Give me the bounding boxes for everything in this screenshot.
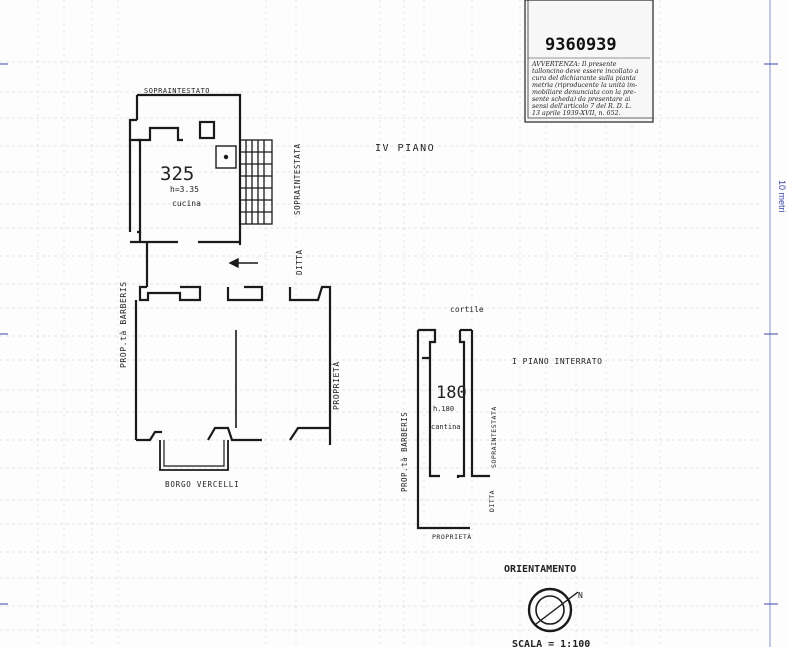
upper-left-label: PROP.tà BARBERIS: [119, 281, 128, 368]
lower-room-height: h.180: [433, 405, 454, 413]
compass-icon: [527, 587, 579, 633]
upper-top-label: SOPRAINTESTATO: [144, 87, 210, 95]
entrance-arrow-icon: [228, 257, 258, 269]
upper-floor-plan: [128, 93, 332, 471]
stamp-notice-line: AVVERTENZA: Il presente: [531, 61, 617, 68]
stamp-notice-line: metria (riproducente la unità im-: [532, 82, 637, 89]
upper-street-label: BORGO VERCELLI: [165, 480, 239, 489]
upper-ditta-label: DITTA: [295, 249, 304, 275]
lower-floor-plan: [416, 328, 490, 530]
lower-top-label: cortile: [450, 305, 484, 314]
scale-label: SCALA = 1:100: [512, 639, 590, 647]
stamp-notice-line: sente scheda) da presentare ai: [532, 96, 630, 103]
orientation-label: ORIENTAMENTO: [504, 564, 576, 575]
upper-room-height: h=3.35: [170, 185, 199, 194]
upper-proprieta-label: PROPRIETÀ: [330, 361, 341, 410]
lower-bottom-label: PROPRIETÀ: [432, 532, 472, 541]
upper-room-name: cucina: [172, 199, 201, 208]
upper-room-number: 325: [160, 163, 194, 185]
stamp-number: 9360939: [545, 35, 617, 55]
lower-left-label: PROP.tà BARBERIS: [400, 412, 409, 492]
lower-right-label: SOPRAINTESTATA: [490, 406, 498, 468]
background-grid: [0, 0, 760, 647]
stamp-notice-line: talloncino deve essere incollato a: [532, 68, 639, 75]
upper-floor-label: IV PIANO: [375, 143, 435, 154]
stamp-notice-line: 13 aprile 1939-XVII, n. 652.: [532, 110, 621, 117]
lower-floor-label: I PIANO INTERRATO: [512, 357, 602, 366]
stamp-notice-line: cura del dichiarante sulla pianta: [532, 75, 636, 82]
lower-room-number: 180: [436, 383, 467, 403]
flue-marker-icon: [223, 154, 229, 160]
stamp-notice-line: mobiliare denunciata con la pre-: [532, 89, 636, 96]
upper-right-label: SOPRAINTESTATA: [293, 143, 302, 215]
scale-margin-label: 10 metri: [777, 180, 787, 213]
lower-ditta-label: DITTA: [488, 490, 496, 512]
registration-stamp: 9360939 AVVERTENZA: Il presente tallonci…: [524, 0, 654, 123]
north-label: N: [578, 591, 583, 600]
lower-room-name: cantina: [431, 423, 461, 431]
stamp-notice-line: sensi dell'articolo 7 del R. D. L.: [532, 103, 632, 110]
